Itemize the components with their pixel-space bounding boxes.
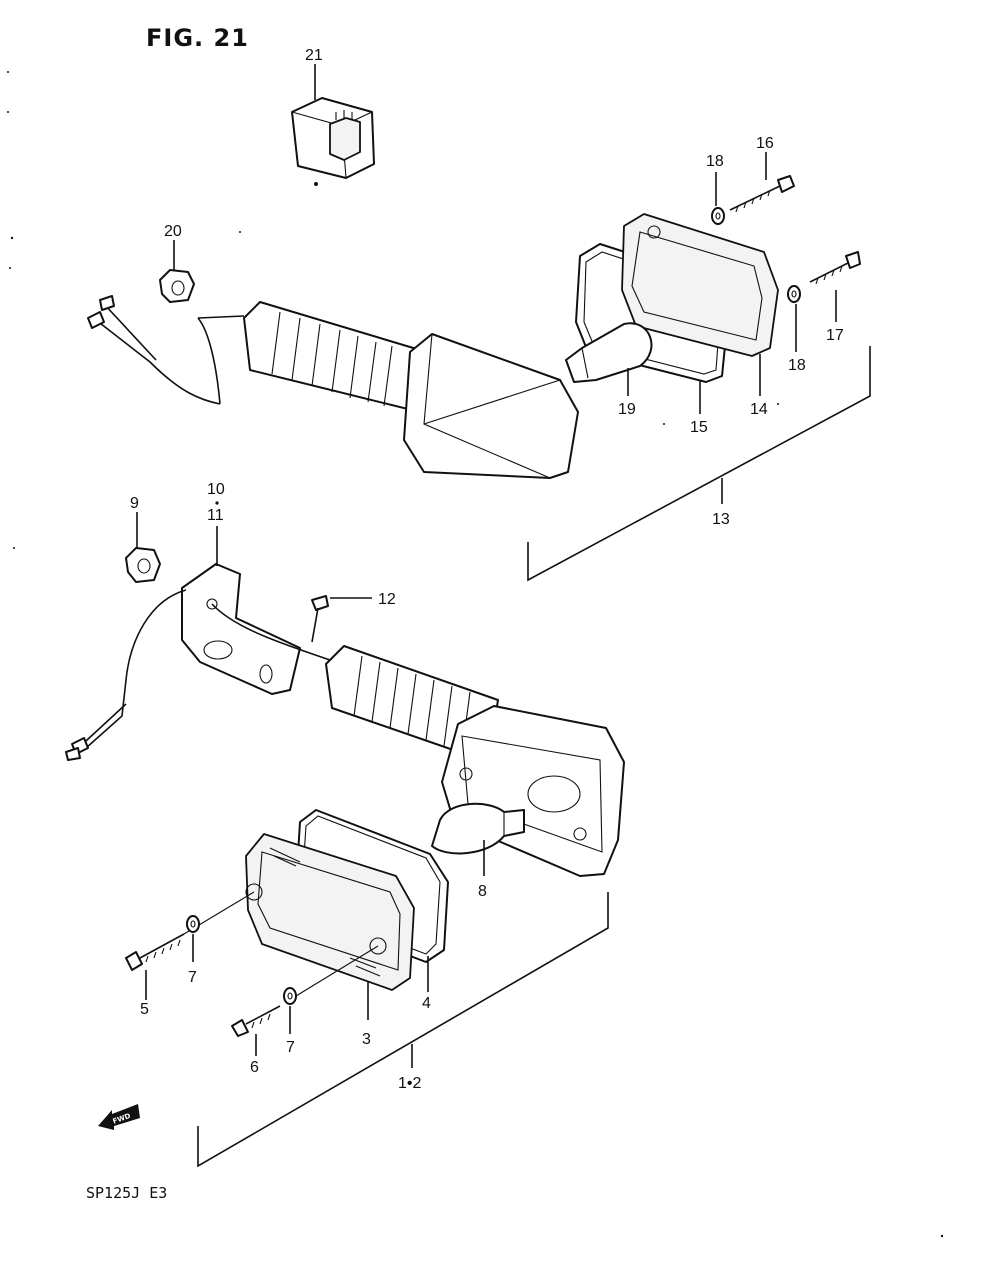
part-12-screw — [311, 595, 329, 643]
callout-8: 8 — [478, 883, 487, 900]
callout-19: 19 — [618, 401, 636, 418]
callout-1-2: 1•2 — [398, 1075, 422, 1092]
callout-4: 4 — [422, 995, 431, 1012]
callout-18-lower: 18 — [788, 357, 806, 374]
part-7-washer-a — [186, 915, 200, 933]
part-20-nut — [159, 269, 195, 303]
callout-6: 6 — [250, 1059, 259, 1076]
callout-21: 21 — [305, 47, 323, 64]
callout-16: 16 — [756, 135, 774, 152]
part-9-nut — [125, 547, 161, 583]
part-3-lens — [245, 833, 415, 991]
callout-11: 11 — [207, 507, 224, 524]
callout-17: 17 — [826, 327, 844, 344]
callout-12: 12 — [378, 591, 396, 608]
part-19-bulb — [565, 322, 653, 383]
callout-10: 10 — [207, 481, 225, 498]
callout-5: 5 — [140, 1001, 149, 1018]
callout-7-upper: 7 — [188, 969, 197, 986]
part-16-screw — [729, 175, 795, 213]
callout-9: 9 — [130, 495, 139, 512]
callout-20: 20 — [164, 223, 182, 240]
callout-15: 15 — [690, 419, 708, 436]
part-21-relay — [291, 97, 375, 186]
assembly-bracket-1-2 — [197, 892, 609, 1168]
part-10-11-bracket — [181, 563, 301, 695]
callout-18-upper: 18 — [706, 153, 724, 170]
callout-14: 14 — [750, 401, 768, 418]
callout-3: 3 — [362, 1031, 371, 1048]
scan-specks — [7, 71, 944, 1238]
part-14-lens — [621, 213, 779, 357]
upper-turn-signal-housing — [87, 295, 579, 479]
part-6-screw — [231, 945, 379, 1037]
part-17-screw — [809, 251, 861, 285]
forward-arrow-icon: FWD — [98, 1104, 140, 1130]
figure-title: FIG. 21 — [146, 24, 249, 52]
part-18-washer-b — [787, 285, 801, 303]
model-code: SP125J E3 — [86, 1184, 167, 1202]
assembly-bracket-13 — [527, 346, 871, 582]
part-8-bulb — [431, 802, 525, 855]
part-7-washer-b — [283, 987, 297, 1005]
part-18-washer-a — [711, 207, 725, 225]
callout-7-lower: 7 — [286, 1039, 295, 1056]
callout-13: 13 — [712, 511, 730, 528]
part-5-screw — [125, 891, 255, 971]
